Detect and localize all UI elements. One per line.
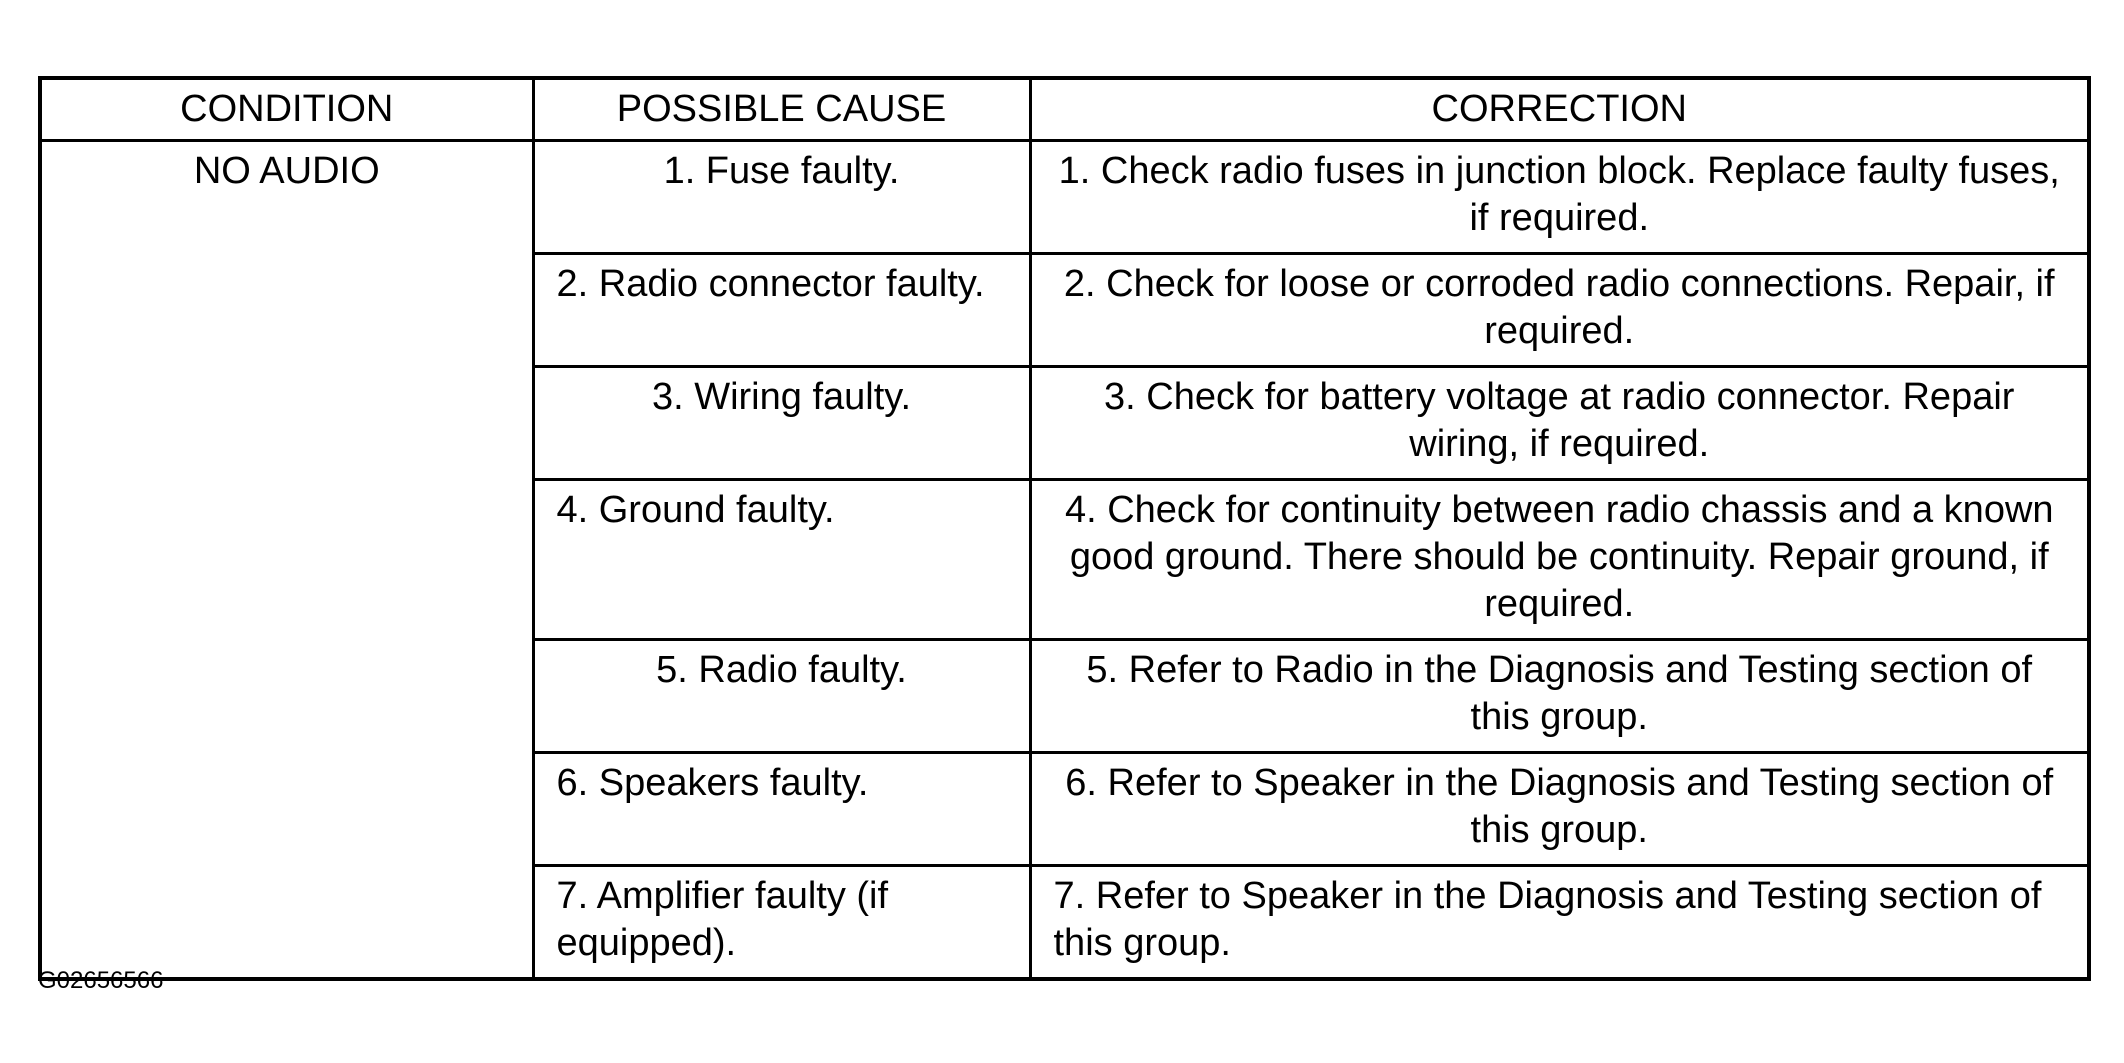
diagnosis-table: CONDITION POSSIBLE CAUSE CORRECTION NO A…	[38, 76, 2091, 981]
table-row: 6. Speakers faulty. 6. Refer to Speaker …	[40, 751, 2091, 867]
header-correction: CORRECTION	[1028, 76, 2091, 142]
header-row: CONDITION POSSIBLE CAUSE CORRECTION	[38, 76, 2091, 142]
table-row: 2. Radio connector faulty. 2. Check for …	[40, 252, 2091, 368]
cause-cell: 5. Radio faulty.	[531, 638, 1032, 754]
cause-cell: 1. Fuse faulty.	[531, 139, 1032, 255]
correction-cell: 3. Check for battery voltage at radio co…	[1028, 365, 2091, 481]
table-row: 3. Wiring faulty. 3. Check for battery v…	[40, 365, 2091, 481]
cause-cell: 3. Wiring faulty.	[531, 365, 1032, 481]
correction-cell: 4. Check for continuity between radio ch…	[1028, 478, 2091, 641]
condition-cell: NO AUDIO	[38, 139, 535, 981]
figure-id: G02656566	[38, 967, 164, 994]
header-possible-cause: POSSIBLE CAUSE	[531, 76, 1032, 142]
cause-cell: 4. Ground faulty.	[531, 478, 1032, 641]
table-row: NO AUDIO 1. Fuse faulty. 1. Check radio …	[38, 139, 2091, 981]
table-row: 7. Amplifier faulty (if equipped). 7. Re…	[40, 864, 2091, 981]
header-condition: CONDITION	[38, 76, 535, 142]
correction-cell: 2. Check for loose or corroded radio con…	[1028, 252, 2091, 368]
correction-cell: 5. Refer to Radio in the Diagnosis and T…	[1028, 638, 2091, 754]
correction-cell: 1. Check radio fuses in junction block. …	[1028, 139, 2091, 255]
table-row: 4. Ground faulty. 4. Check for continuit…	[40, 478, 2091, 641]
correction-cell: 6. Refer to Speaker in the Diagnosis and…	[1028, 751, 2091, 867]
table-row: 5. Radio faulty. 5. Refer to Radio in th…	[40, 638, 2091, 754]
cause-cell: 7. Amplifier faulty (if equipped).	[531, 864, 1032, 981]
cause-cell: 2. Radio connector faulty.	[531, 252, 1032, 368]
correction-cell: 7. Refer to Speaker in the Diagnosis and…	[1028, 864, 2091, 981]
cause-cell: 6. Speakers faulty.	[531, 751, 1032, 867]
